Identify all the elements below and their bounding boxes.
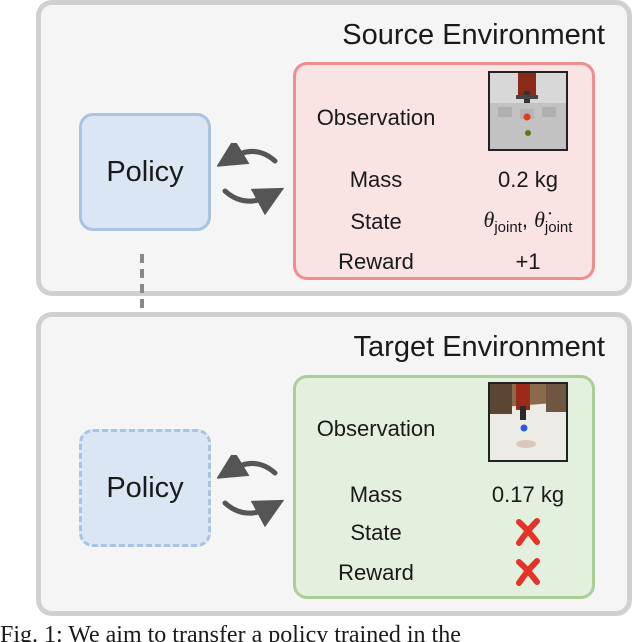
cross-mark-icon	[516, 558, 540, 586]
source-environment-title: Source Environment	[342, 19, 605, 51]
target-info-panel: Observation Mass 0.17 kg State	[293, 375, 595, 599]
figure-caption: Fig. 1: We aim to transfer a policy trai…	[0, 622, 461, 642]
source-mass-label: Mass	[349, 167, 403, 192]
cross-mark-icon	[516, 518, 540, 546]
source-policy-label: Policy	[106, 155, 184, 188]
target-state-label: State	[350, 520, 402, 545]
target-reward-label: Reward	[338, 560, 414, 585]
target-mass-label: Mass	[349, 482, 403, 507]
source-info-panel: Observation Mass 0.2 kg State	[293, 62, 595, 280]
source-observation-label: Observation	[316, 105, 436, 130]
joint-subscript-2: joint	[544, 219, 573, 236]
cycle-arrows-icon	[217, 143, 285, 216]
theta-symbol: θ	[483, 207, 495, 232]
target-policy-box: Policy	[79, 429, 211, 547]
target-mass-value: 0.17 kg	[491, 482, 565, 507]
state-separator: ,	[521, 207, 535, 232]
target-policy-label: Policy	[106, 471, 184, 504]
target-observation-image	[488, 382, 568, 462]
target-observation-label: Observation	[316, 416, 436, 441]
source-environment-box: Source Environment Policy Observation	[36, 0, 632, 296]
cycle-arrows-icon	[217, 455, 285, 528]
theta-dot-symbol: θ̇	[534, 207, 545, 232]
source-policy-box: Policy	[79, 113, 211, 231]
source-reward-label: Reward	[338, 249, 414, 274]
target-environment-title: Target Environment	[353, 331, 605, 363]
source-reward-value: +1	[515, 249, 541, 274]
target-environment-box: Target Environment Policy Observation	[36, 312, 632, 616]
source-state-value: θjoint, θ̇joint	[484, 207, 573, 236]
source-mass-value: 0.2 kg	[498, 167, 558, 192]
source-state-label: State	[350, 209, 402, 234]
source-observation-image	[488, 71, 568, 151]
joint-subscript-1: joint	[494, 219, 522, 236]
